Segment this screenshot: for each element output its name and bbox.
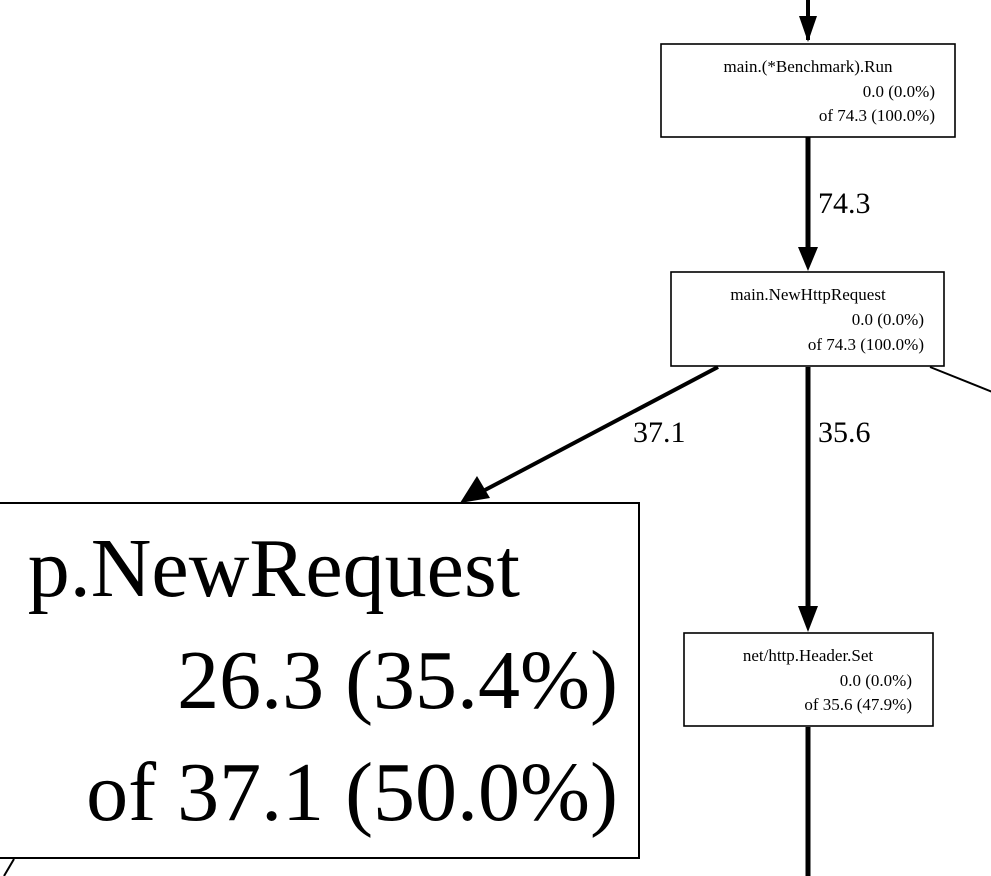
edge-run-to-newhttprequest-label: 74.3	[818, 187, 871, 220]
edge-newhttprequest-to-headerset-label: 35.6	[818, 416, 871, 449]
edge-newhttprequest-to-newrequest-label: 37.1	[633, 416, 686, 449]
node-new-http-request-cum: of 74.3 (100.0%)	[808, 335, 924, 354]
edge-newrequest-offscreen	[3, 858, 15, 876]
node-new-request-name: p.NewRequest	[28, 522, 520, 615]
arrowhead	[460, 476, 490, 503]
edge-incoming-benchmark-run	[799, 0, 817, 42]
node-benchmark-run-name: main.(*Benchmark).Run	[723, 57, 893, 76]
edge-run-to-newhttprequest[interactable]: 74.3	[798, 137, 871, 271]
node-header-set-name: net/http.Header.Set	[743, 646, 874, 665]
arrowhead	[798, 606, 818, 632]
node-benchmark-run-cum: of 74.3 (100.0%)	[819, 106, 935, 125]
node-new-http-request-flat: 0.0 (0.0%)	[852, 310, 924, 329]
node-benchmark-run[interactable]: main.(*Benchmark).Run 0.0 (0.0%) of 74.3…	[660, 43, 956, 138]
node-header-set-flat: 0.0 (0.0%)	[840, 671, 912, 690]
edge-newhttprequest-offscreen	[929, 366, 991, 393]
arrowhead	[798, 247, 818, 271]
node-new-request[interactable]: p.NewRequest 26.3 (35.4%) of 37.1 (50.0%…	[0, 502, 640, 859]
edge-newhttprequest-to-newrequest[interactable]: 37.1	[460, 365, 719, 503]
node-new-request-cum: of 37.1 (50.0%)	[86, 746, 618, 839]
arrowhead	[799, 16, 817, 42]
node-new-request-flat: 26.3 (35.4%)	[177, 634, 618, 727]
node-header-set[interactable]: net/http.Header.Set 0.0 (0.0%) of 35.6 (…	[683, 632, 934, 727]
node-benchmark-run-flat: 0.0 (0.0%)	[863, 82, 935, 101]
node-header-set-cum: of 35.6 (47.9%)	[804, 695, 912, 714]
edge-newhttprequest-to-headerset[interactable]: 35.6	[798, 367, 871, 632]
node-new-http-request-name: main.NewHttpRequest	[730, 285, 886, 304]
node-new-http-request[interactable]: main.NewHttpRequest 0.0 (0.0%) of 74.3 (…	[670, 271, 945, 367]
